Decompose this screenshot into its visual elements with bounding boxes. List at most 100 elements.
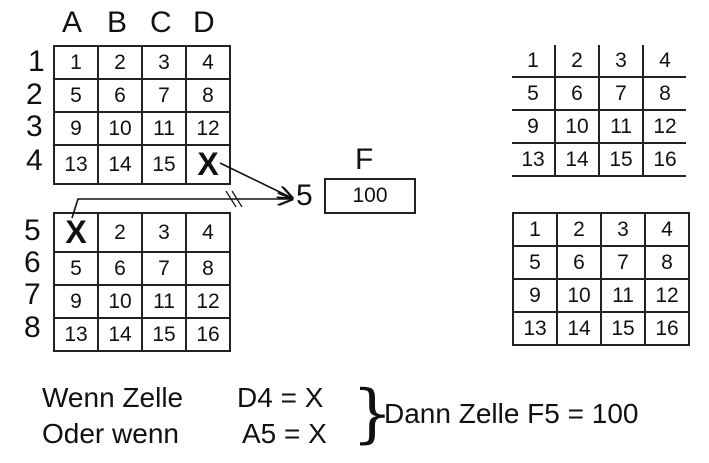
- target-cell: 100: [324, 178, 416, 214]
- grid-cell: 14: [556, 311, 602, 346]
- row-header-8: 8: [24, 311, 41, 344]
- result-text: Dann Zelle F5 = 100: [384, 398, 639, 429]
- grid-cell: 2: [97, 212, 143, 253]
- grid-cell: 5: [53, 251, 99, 286]
- column-header-b: B: [107, 6, 128, 39]
- grid-cell: 14: [97, 144, 143, 185]
- grid-cell: 12: [185, 111, 231, 146]
- grid-cell: 15: [600, 311, 646, 346]
- row-header-6: 6: [24, 246, 41, 279]
- row-header-4: 4: [26, 144, 43, 177]
- grid-cell: 4: [185, 212, 231, 253]
- grid-cell: 8: [185, 78, 231, 113]
- grid-cell: 16: [185, 317, 231, 352]
- row-header-1: 1: [28, 45, 45, 78]
- grid-cell: 14: [554, 143, 599, 177]
- grid-cell: 5: [512, 77, 555, 111]
- grid-cell: 2: [554, 45, 599, 78]
- row-header-3: 3: [26, 110, 43, 143]
- grid-cell: 10: [97, 284, 143, 319]
- curly-brace: }: [352, 377, 393, 451]
- grid-cell: 11: [141, 111, 187, 146]
- grid-cell: 6: [97, 78, 143, 113]
- grid-cell: 12: [185, 284, 231, 319]
- grid-cell: 16: [642, 143, 686, 177]
- grid-cell: 10: [556, 278, 602, 313]
- arrow-a5-to-f5: [71, 199, 292, 219]
- column-header-a: A: [62, 6, 83, 39]
- grid-cell: 13: [53, 144, 99, 185]
- grid-cell: 11: [600, 278, 646, 313]
- grid-cell: 10: [97, 111, 143, 146]
- grid-cell: 4: [185, 45, 231, 80]
- grid-cell: 10: [554, 110, 599, 144]
- grid-cell: 5: [512, 245, 558, 280]
- condition-2-expression: A5 = X: [242, 418, 327, 449]
- grid-cell: 4: [644, 212, 690, 247]
- grid-cell: 3: [598, 45, 643, 78]
- grid-cell: 6: [554, 77, 599, 111]
- grid-cell: 12: [644, 278, 690, 313]
- grid-cell: 4: [642, 45, 686, 78]
- grid-cell: 15: [141, 317, 187, 352]
- grid-cell: 1: [512, 45, 555, 78]
- grid-cell: 8: [185, 251, 231, 286]
- grid-cell: 15: [141, 144, 187, 185]
- grid-cell: X: [185, 144, 231, 185]
- arrow-stroke-mark: [225, 190, 243, 208]
- grid-cell: 9: [53, 284, 99, 319]
- grid-cell: 9: [512, 110, 555, 144]
- grid-cell: 7: [141, 78, 187, 113]
- grid-cell: 2: [97, 45, 143, 80]
- grid-cell: 12: [642, 110, 686, 144]
- grid-cell: 14: [97, 317, 143, 352]
- grid-cell: 13: [512, 311, 558, 346]
- grid-cell: 2: [556, 212, 602, 247]
- grid-cell: 8: [644, 245, 690, 280]
- target-column-label: F: [355, 143, 374, 176]
- row-header-5: 5: [24, 214, 41, 247]
- grid-cell: 6: [97, 251, 143, 286]
- grid-cell: 13: [53, 317, 99, 352]
- arrow-d4-to-f5: [219, 162, 292, 198]
- column-header-d: D: [193, 6, 215, 39]
- grid-cell: 11: [141, 284, 187, 319]
- grid-cell: 15: [598, 143, 643, 177]
- grid-cell: 3: [600, 212, 646, 247]
- grid-cell: 13: [512, 143, 555, 177]
- grid-cell: 9: [512, 278, 558, 313]
- row-header-7: 7: [24, 278, 41, 311]
- row-header-2: 2: [26, 78, 43, 111]
- condition-1-expression: D4 = X: [237, 382, 324, 413]
- column-header-c: C: [150, 6, 172, 39]
- grid-cell: X: [53, 212, 99, 253]
- grid-cell: 11: [598, 110, 643, 144]
- target-row-label: 5: [296, 179, 313, 212]
- grid-cell: 8: [642, 77, 686, 111]
- grid-cell: 16: [644, 311, 690, 346]
- grid-cell: 1: [512, 212, 558, 247]
- grid-cell: 7: [141, 251, 187, 286]
- grid-cell: 3: [141, 45, 187, 80]
- condition-2-prefix: Oder wenn: [42, 418, 179, 449]
